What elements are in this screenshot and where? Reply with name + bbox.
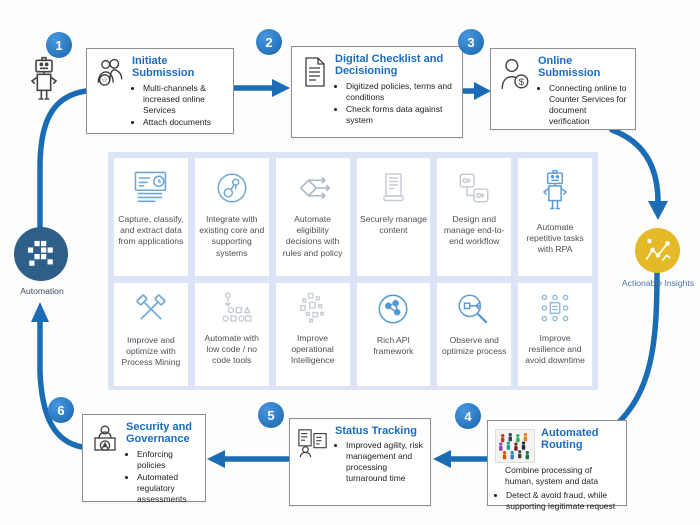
step-title: Online Submission bbox=[538, 55, 601, 80]
capability-card: Automate eligibility decisions with rule… bbox=[275, 158, 350, 276]
svg-text:☆: ☆ bbox=[101, 76, 108, 85]
content-doc-icon bbox=[375, 170, 411, 206]
automation-label: Automation bbox=[20, 286, 64, 296]
people-star-icon: ☆ bbox=[94, 57, 126, 89]
capability-card: Rich API framework bbox=[356, 283, 431, 386]
step-number-5: 5 bbox=[258, 402, 284, 428]
checklist-icon bbox=[299, 55, 329, 89]
status-windows-icon bbox=[297, 427, 329, 459]
capability-card: Automate repetitive tasks with RPA bbox=[518, 158, 592, 276]
capability-label: Integrate with existing core and support… bbox=[199, 214, 265, 258]
rpa-robot-icon bbox=[540, 170, 570, 214]
crowd-icon bbox=[495, 429, 535, 463]
integration-icon bbox=[213, 170, 251, 206]
resilience-dots-icon bbox=[536, 291, 574, 325]
capability-card: Securely manage content bbox=[356, 158, 431, 276]
capability-label: Observe and optimize process bbox=[442, 335, 507, 357]
capability-card: Integrate with existing core and support… bbox=[194, 158, 269, 276]
automation-pixel-icon bbox=[14, 227, 68, 281]
capability-card: Observe and optimize process bbox=[437, 283, 512, 386]
capability-grid: Capture, classify, and extract data from… bbox=[108, 152, 598, 390]
step-number-6: 6 bbox=[48, 397, 74, 423]
svg-text:$: $ bbox=[519, 77, 525, 88]
capability-label: Automate eligibility decisions with rule… bbox=[282, 214, 343, 258]
step-bullet: Detect & avoid fraud, while supporting l… bbox=[506, 490, 619, 512]
step-title: Automated Routing bbox=[541, 427, 599, 452]
step-box-online-submission: $ Online Submission Connecting online to… bbox=[490, 48, 636, 130]
arrow-3-to-insights bbox=[609, 127, 661, 205]
step-number-2: 2 bbox=[256, 29, 282, 55]
step-number-1: 1 bbox=[46, 32, 72, 58]
step-box-status-tracking: Status Tracking Improved agility, risk m… bbox=[289, 418, 431, 506]
api-icon bbox=[374, 291, 412, 327]
step-bullet: Multi-channels & increased online Servic… bbox=[143, 83, 226, 116]
capability-label: Improve and optimize with Process Mining bbox=[121, 335, 181, 368]
capability-label: Improve resilience and avoid downtime bbox=[525, 333, 585, 366]
observe-magnifier-icon bbox=[455, 291, 493, 327]
capability-label: Rich API framework bbox=[373, 335, 414, 357]
step-bullet: Check forms data against system bbox=[346, 104, 455, 126]
process-mining-icon bbox=[131, 291, 171, 327]
step-title: Status Tracking bbox=[335, 425, 417, 437]
capability-card: Design and manage end-to-end workflow bbox=[437, 158, 512, 276]
capability-label: Capture, classify, and extract data from… bbox=[118, 214, 184, 247]
line-insights-to-4 bbox=[611, 269, 660, 430]
step-bullet: Connecting online to Counter Services fo… bbox=[549, 83, 628, 127]
step-number-4: 4 bbox=[455, 403, 481, 429]
capability-label: Automate repetitive tasks with RPA bbox=[526, 222, 584, 255]
capability-card: Capture, classify, and extract data from… bbox=[114, 158, 188, 276]
decision-arrows-icon bbox=[292, 170, 334, 206]
step-box-automated-routing: Automated Routing Combine processing of … bbox=[487, 420, 627, 511]
capability-card: Improve and optimize with Process Mining bbox=[114, 283, 188, 386]
step-box-security-governance: Security and Governance Enforcing polici… bbox=[82, 414, 206, 505]
operational-intelligence-icon bbox=[294, 291, 332, 325]
step-title: Security and Governance bbox=[126, 421, 193, 446]
workflow-blocks-icon bbox=[455, 170, 493, 206]
step-intro: Combine processing of human, system and … bbox=[505, 465, 599, 487]
capability-card: Improve operational Intelligence bbox=[275, 283, 350, 386]
insights-chart-icon bbox=[635, 228, 680, 273]
arrow-6-to-automation bbox=[37, 319, 85, 450]
capability-card: Improve resilience and avoid downtime bbox=[518, 283, 592, 386]
insights-label: Actionable Insights bbox=[621, 278, 695, 288]
step-title: Digital Checklist and Decisioning bbox=[335, 53, 444, 78]
line-automation-to-1 bbox=[37, 88, 89, 230]
capability-label: Improve operational Intelligence bbox=[290, 333, 335, 366]
step-bullet: Automated regulatory assessments bbox=[137, 472, 198, 505]
capability-card: Automate with low code / no code tools bbox=[194, 283, 269, 386]
step-bullet: Improved agility, risk management and pr… bbox=[346, 440, 423, 484]
step-number-3: 3 bbox=[458, 29, 484, 55]
step-box-initiate-submission: ☆ Initiate Submission Multi-channels & i… bbox=[86, 48, 234, 134]
robot-icon bbox=[28, 56, 60, 106]
capability-label: Automate with low code / no code tools bbox=[204, 333, 259, 366]
capability-label: Securely manage content bbox=[359, 214, 427, 236]
step-bullet: Digitized policies, terms and conditions bbox=[346, 81, 455, 103]
step-title: Initiate Submission bbox=[132, 55, 195, 80]
person-dollar-icon: $ bbox=[498, 57, 532, 91]
step-bullet: Attach documents bbox=[143, 117, 226, 128]
security-badge-icon bbox=[90, 423, 120, 455]
capability-label: Design and manage end-to-end workflow bbox=[443, 214, 505, 247]
document-scan-icon bbox=[131, 170, 171, 206]
step-bullet: Enforcing policies bbox=[137, 449, 198, 471]
low-code-icon bbox=[212, 291, 252, 325]
step-box-digital-checklist: Digital Checklist and Decisioning Digiti… bbox=[291, 46, 463, 138]
